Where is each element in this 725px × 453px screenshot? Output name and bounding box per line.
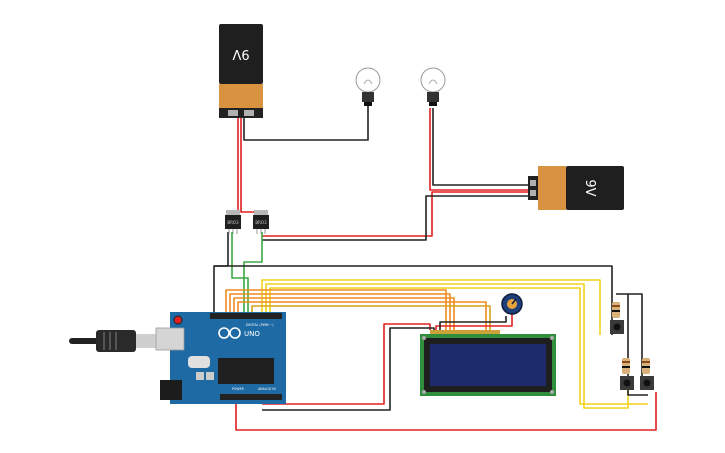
resistor-bottom-right[interactable]	[642, 358, 650, 374]
wire-button-black[interactable]	[616, 293, 648, 396]
wire-orange-1[interactable]	[225, 289, 447, 330]
wire-orange-4[interactable]	[237, 301, 487, 330]
push-button-bottom-right[interactable]	[640, 376, 654, 390]
wires	[213, 105, 657, 431]
wire-yellow-1[interactable]	[261, 279, 601, 335]
wire-lcd-black[interactable]	[262, 327, 435, 411]
battery-right-label: 9V	[582, 179, 597, 196]
potentiometer[interactable]	[501, 293, 523, 315]
wire-button-black-2[interactable]	[628, 293, 643, 380]
lcd-display[interactable]	[420, 330, 556, 396]
light-bulb-left[interactable]	[355, 67, 381, 106]
wire-lcd-red[interactable]	[262, 323, 431, 405]
wire-pot-black[interactable]	[439, 316, 507, 330]
wire-battery-top-black[interactable]	[243, 105, 369, 141]
wire-bulb-right-black[interactable]	[432, 108, 528, 186]
transistor-right-label: BRO3	[255, 220, 267, 225]
usb-cable[interactable]	[69, 330, 158, 352]
arduino-digital-label: DIGITAL (PWM ~)	[246, 323, 273, 327]
wire-bulb-right-red[interactable]	[429, 108, 528, 191]
wire-battery-right-black[interactable]	[262, 195, 528, 241]
wire-pot-red[interactable]	[435, 312, 513, 330]
arduino-uno-board[interactable]: UNO DIGITAL (PWM ~) POWER ANALOG IN	[155, 312, 286, 404]
push-button-bottom-left[interactable]	[620, 376, 634, 390]
arduino-analog-label: ANALOG IN	[258, 387, 276, 391]
transistor-right[interactable]: BRO3	[253, 210, 269, 234]
battery-top-label: 9V	[232, 46, 249, 61]
battery-right[interactable]: 9V	[528, 166, 624, 210]
wire-orange-5[interactable]	[251, 305, 491, 330]
wire-orange-3[interactable]	[233, 297, 455, 330]
wire-transistor-left-green[interactable]	[231, 232, 249, 312]
battery-top[interactable]: 9V	[219, 24, 263, 118]
wire-yellow-3[interactable]	[269, 287, 648, 405]
transistor-left[interactable]: BRO3	[225, 210, 241, 234]
resistor-bottom-left[interactable]	[622, 358, 630, 374]
wire-battery-right-red[interactable]	[262, 191, 528, 237]
light-bulb-right[interactable]	[420, 67, 446, 106]
wire-orange-2[interactable]	[229, 293, 451, 330]
resistor-top[interactable]	[612, 302, 620, 318]
arduino-brand-label: UNO	[244, 330, 260, 338]
wire-bottom-red[interactable]	[235, 392, 657, 431]
arduino-power-label: POWER	[232, 387, 245, 391]
wire-transistor-right-green[interactable]	[243, 232, 263, 312]
push-button-top[interactable]	[610, 320, 624, 334]
transistor-left-label: BRO3	[227, 220, 239, 225]
